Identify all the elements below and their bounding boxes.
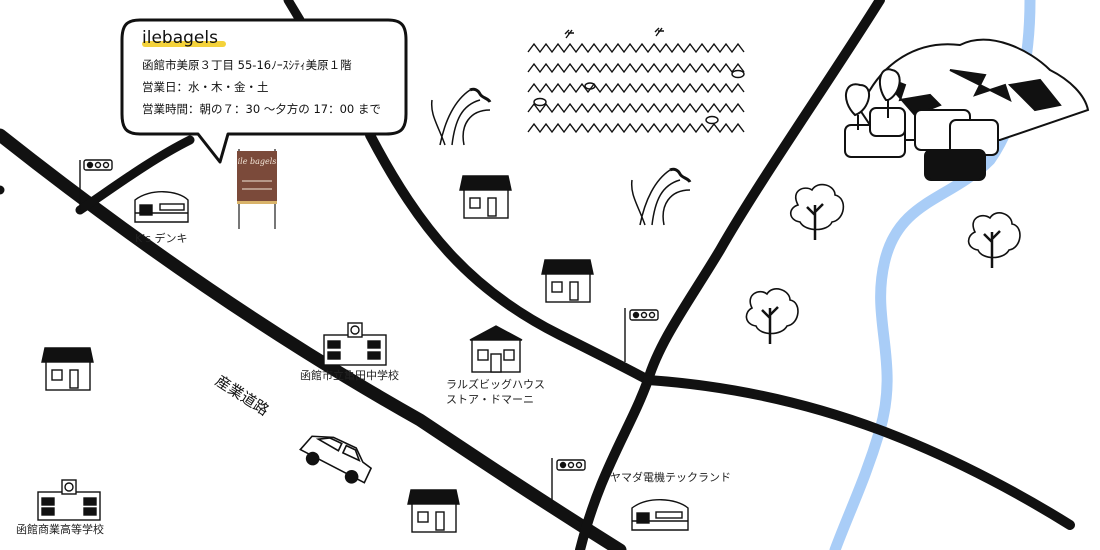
label-big-house: ラルズビッグハウス ストア・ドマーニ: [446, 378, 545, 406]
label-commercial-hs: 函館商業高等学校: [16, 523, 104, 536]
house-icon: [459, 175, 512, 219]
road-left-branch: [75, 135, 195, 215]
traffic-light-icon: [551, 458, 586, 512]
sangyo-road: [0, 128, 627, 550]
shop-sign-icon: ile bagels: [237, 149, 277, 229]
sign-text: ile bagels: [238, 157, 277, 166]
shop-hours: 営業時間：朝の７：30 〜夕方の 17：00 まで: [142, 102, 381, 116]
shop-name: ilebagels: [142, 28, 381, 48]
shop-name-text: ilebagels: [142, 28, 226, 48]
house-icon: [41, 347, 94, 391]
paddy-field: [527, 27, 745, 134]
shop-info-bubble: [120, 18, 408, 164]
shop-address: 函館市美原３丁目 55-16ﾉｰｽｼﾃｨ美原１階: [142, 58, 352, 72]
road-top-stub: [283, 0, 305, 25]
mountain-scene: [844, 38, 1090, 181]
shop-info: ilebagels 函館市美原３丁目 55-16ﾉｰｽｼﾃｨ美原１階 営業日：水…: [142, 28, 381, 120]
tree-icon: [789, 183, 845, 240]
traffic-light-icon: [624, 308, 659, 362]
store-building-icon: [469, 325, 523, 373]
rice-plant-icon: [630, 167, 692, 226]
road-right-main: [575, 0, 885, 550]
yamada-building-icon: [631, 499, 689, 531]
label-ks-denki: K's デンキ: [135, 232, 188, 245]
road-diagonal-center: [365, 130, 653, 385]
ks-denki-building-icon: [134, 191, 189, 223]
road-east: [643, 375, 1075, 530]
tree-icon: [745, 288, 799, 344]
rice-plant-icon: [430, 87, 492, 146]
school-building-icon: [323, 322, 387, 366]
label-yamada: ヤマダ電機テックランド: [610, 471, 731, 484]
roads: [0, 0, 1075, 550]
house-icon: [541, 259, 594, 303]
tree-icon: [967, 212, 1021, 268]
school-building-icon: [37, 479, 101, 521]
traffic-light-icon: [79, 159, 113, 210]
label-kameda-jhs: 函館市立亀田中学校: [300, 369, 399, 382]
car-icon: [299, 435, 373, 484]
house-icon: [407, 489, 460, 533]
shop-open-days: 営業日：水・木・金・土: [142, 80, 269, 94]
